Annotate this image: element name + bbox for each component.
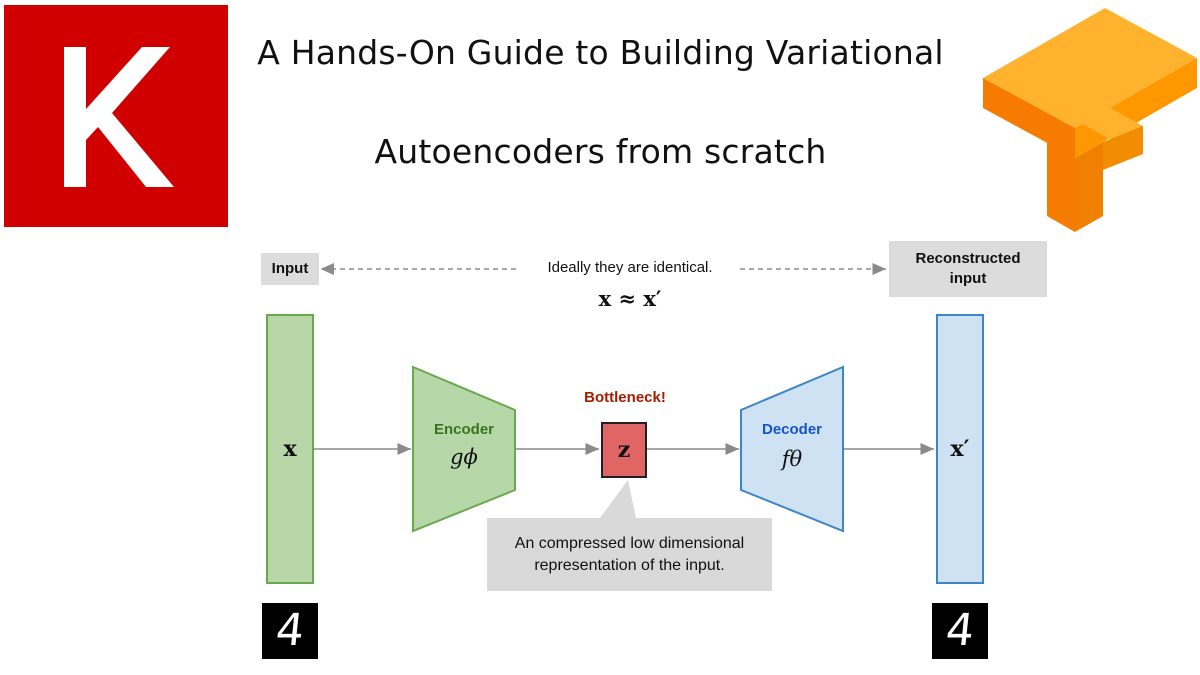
bottleneck-callout: An compressed low dimensional representa… — [487, 518, 772, 591]
input-label: Input — [261, 253, 319, 285]
callout-pointer — [600, 480, 636, 518]
output-vector-symbol: x′ — [950, 436, 970, 462]
bottleneck-label: Bottleneck! — [584, 389, 666, 406]
output-digit-image: 4 — [932, 603, 988, 659]
encoder-symbol: gϕ — [450, 445, 478, 469]
latent-z-symbol: z — [617, 437, 631, 463]
callout-line-2: representation of the input. — [534, 556, 725, 574]
reconstructed-label-line-2: input — [949, 270, 987, 287]
keras-logo — [4, 5, 228, 227]
decoder-symbol: fθ — [781, 447, 803, 471]
encoder-label: Encoder — [433, 421, 494, 438]
encoder-shape — [412, 365, 516, 533]
input-vector-symbol: x — [283, 436, 297, 462]
reconstructed-label-line-1: Reconstructed — [915, 250, 1021, 267]
output-digit: 4 — [943, 605, 977, 656]
latent-z-box: z — [601, 422, 647, 478]
tensorflow-logo — [975, 0, 1200, 235]
decoder-shape — [740, 365, 844, 533]
input-digit: 4 — [273, 605, 307, 656]
tensorflow-logo-icon — [983, 8, 1197, 232]
output-vector: x′ — [936, 314, 984, 584]
ideal-text: Ideally they are identical. — [522, 259, 738, 276]
reconstructed-input-label: Reconstructed input — [889, 241, 1047, 297]
callout-line-1: An compressed low dimensional — [514, 534, 745, 552]
input-digit-image: 4 — [262, 603, 318, 659]
keras-k-icon — [4, 5, 228, 227]
title-line-1: A Hands-On Guide to Building Variational — [257, 33, 944, 72]
ideal-equation: x ≈ x′ — [598, 286, 662, 311]
title-line-2: Autoencoders from scratch — [374, 132, 827, 171]
decoder-label: Decoder — [761, 421, 823, 438]
input-vector: x — [266, 314, 314, 584]
